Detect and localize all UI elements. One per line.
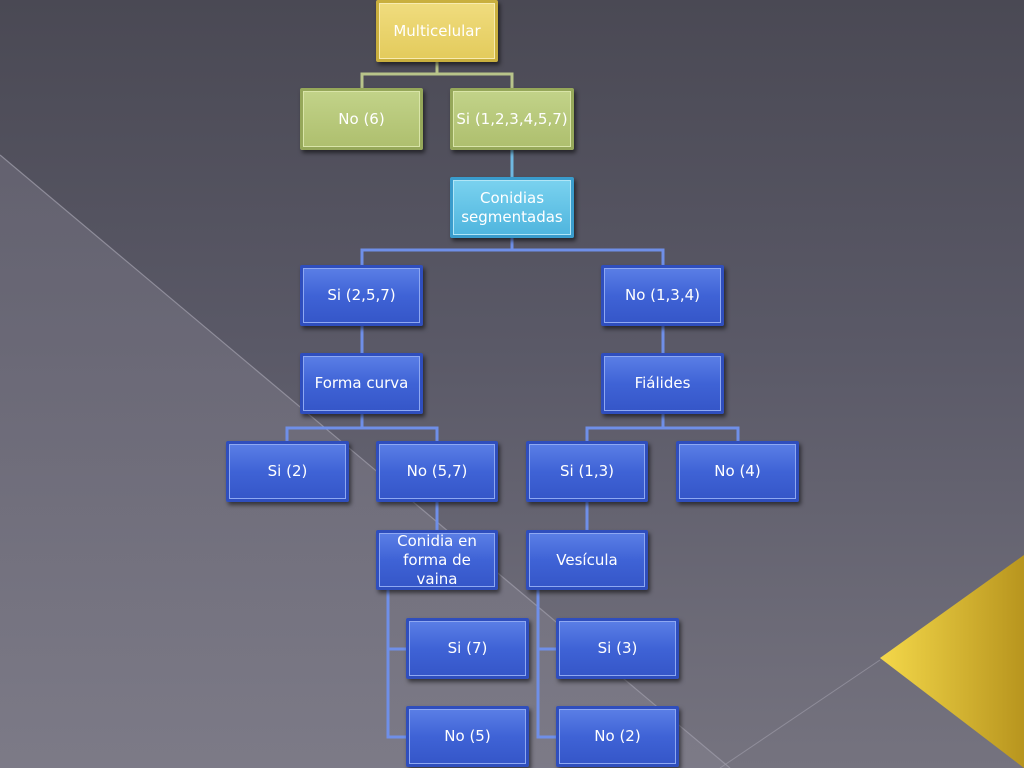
node-fialides: Fiálides: [601, 353, 724, 414]
node-si-2-label: Si (2): [267, 462, 308, 480]
node-no-2-label: No (2): [594, 727, 641, 745]
node-multicelular-label: Multicelular: [393, 21, 481, 40]
node-si-2-5-7: Si (2,5,7): [300, 265, 423, 326]
node-forma-curva: Forma curva: [300, 353, 423, 414]
node-fialides-label: Fiálides: [634, 374, 691, 392]
node-no-5-7-label: No (5,7): [406, 462, 468, 480]
node-no-6: No (6): [300, 88, 423, 150]
node-no-4-label: No (4): [714, 462, 761, 480]
node-no-6-label: No (6): [338, 109, 385, 128]
node-forma-curva-label: Forma curva: [314, 374, 409, 392]
node-no-5-label: No (5): [444, 727, 491, 745]
node-si-1-2-3-4-5-7: Si (1,2,3,4,5,7): [450, 88, 574, 150]
node-conidia-en-forma-de-vaina: Conidia en forma de vaina: [376, 530, 498, 590]
node-no-1-3-4-label: No (1,3,4): [624, 286, 701, 304]
node-si-2: Si (2): [226, 441, 349, 502]
node-conidias-segmentadas: Conidias segmentadas: [450, 177, 574, 238]
node-si-1-3: Si (1,3): [526, 441, 648, 502]
node-no-4: No (4): [676, 441, 799, 502]
node-vesicula-label: Vesícula: [556, 550, 618, 569]
node-si-7-label: Si (7): [447, 639, 488, 657]
node-si-3: Si (3): [556, 618, 679, 679]
node-si-2-5-7-label: Si (2,5,7): [327, 286, 396, 304]
node-si-7: Si (7): [406, 618, 529, 679]
node-vesicula: Vesícula: [526, 530, 648, 590]
node-multicelular: Multicelular: [376, 0, 498, 62]
node-conidias-segmentadas-label: Conidias segmentadas: [461, 188, 563, 226]
node-no-5: No (5): [406, 706, 529, 767]
node-si-1-3-label: Si (1,3): [559, 462, 615, 480]
node-no-1-3-4: No (1,3,4): [601, 265, 724, 326]
node-no-2: No (2): [556, 706, 679, 767]
node-si-3-label: Si (3): [597, 639, 638, 657]
node-no-5-7: No (5,7): [376, 441, 498, 502]
node-si-1-2-3-4-5-7-label: Si (1,2,3,4,5,7): [456, 109, 568, 128]
node-conidia-en-forma-de-vaina-label: Conidia en forma de vaina: [397, 531, 477, 588]
gold-accent-triangle: [880, 555, 1024, 768]
